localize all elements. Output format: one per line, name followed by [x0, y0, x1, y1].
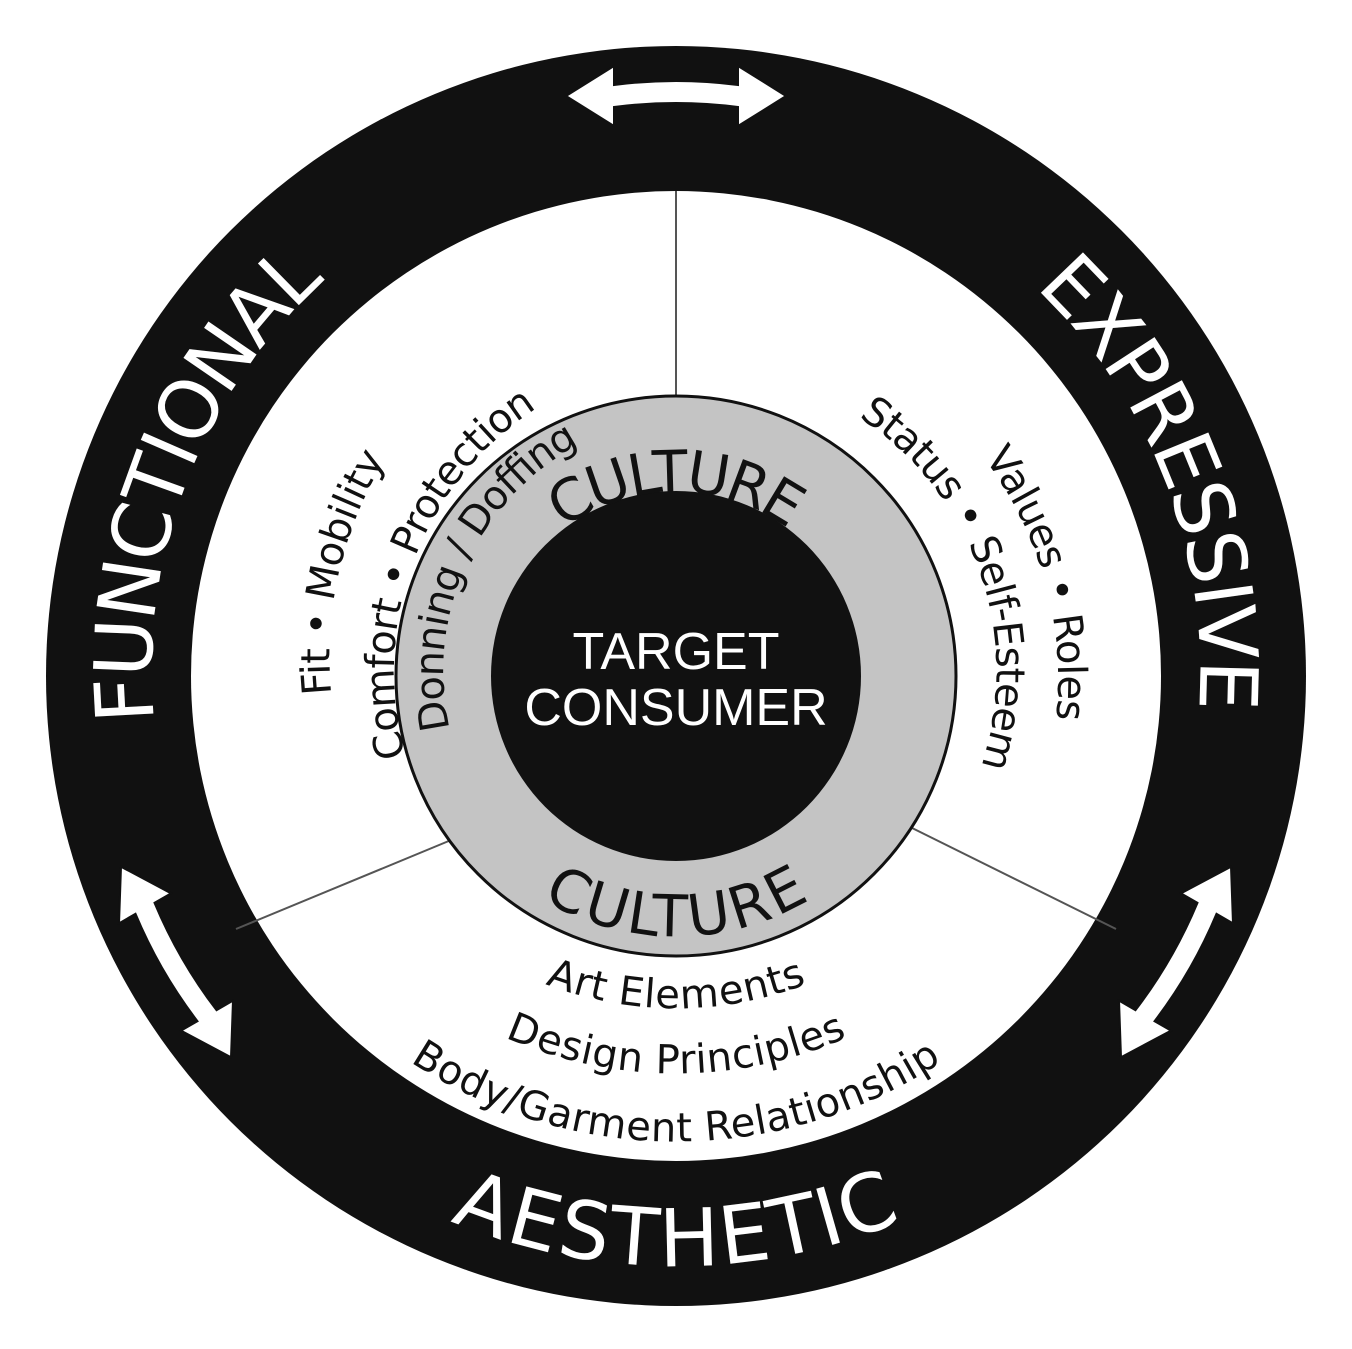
double-arrow-icon-right	[1117, 865, 1235, 1059]
double-arrow-icon-top	[564, 64, 788, 128]
center-line-2: CONSUMER	[524, 679, 827, 737]
center-line-1: TARGET	[572, 623, 779, 681]
double-arrow-icon-left	[117, 865, 235, 1059]
divider-left	[235, 837, 457, 930]
center-circle	[491, 491, 861, 861]
divider-right	[903, 823, 1117, 930]
